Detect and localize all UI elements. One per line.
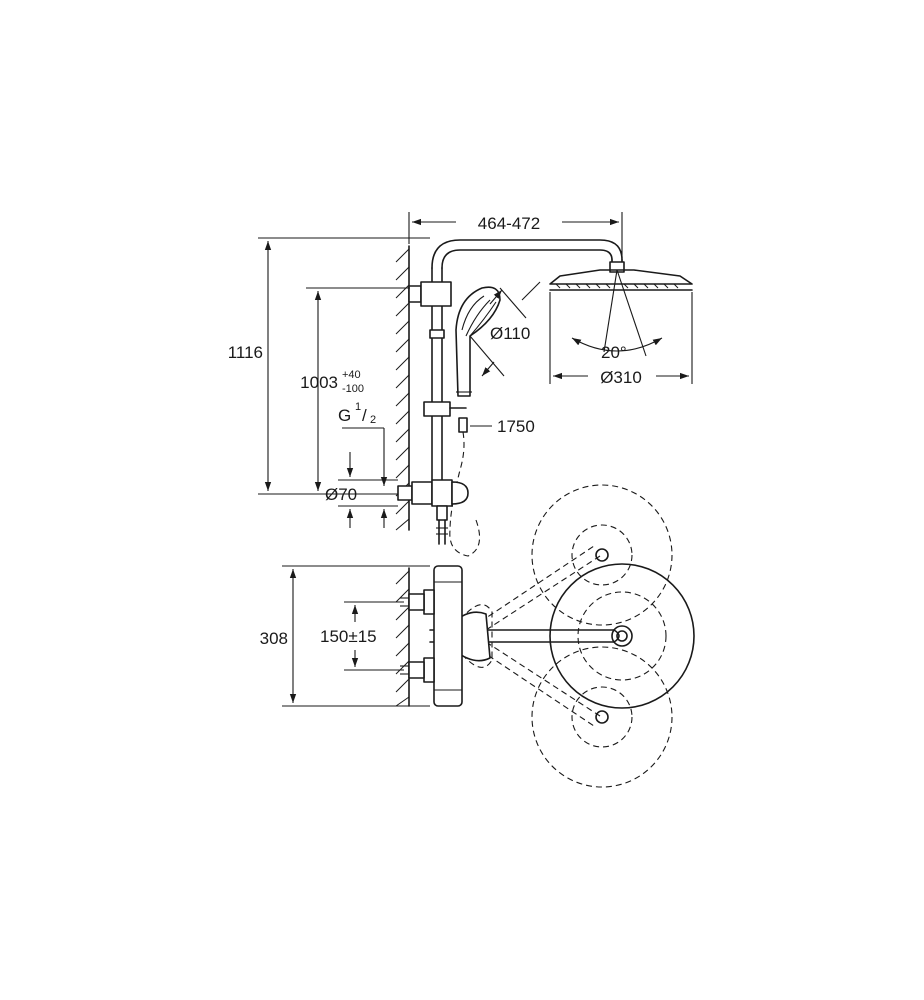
hand-shower [455, 286, 501, 397]
dim-connection-diameter: Ø70 [325, 452, 398, 528]
mixer-connection [397, 479, 469, 545]
thread-label: G 1 / 2 [338, 401, 388, 486]
dim-rail-height: 1003 +40 -100 [300, 287, 410, 491]
label-total-height: 1116 [228, 343, 263, 362]
plan-view: 308 150±15 [260, 484, 695, 788]
label-hand-shower-diameter: Ø110 [490, 324, 530, 343]
dim-inlet-spacing: 150±15 [320, 601, 404, 671]
wall-section-lower [395, 567, 410, 707]
dim-hose-length: 1750 [470, 417, 535, 436]
label-arm-reach: 464-472 [478, 214, 540, 233]
label-thread-den: 2 [370, 414, 376, 426]
label-wall-projection: 308 [260, 629, 288, 648]
swivel-positions [459, 484, 673, 788]
thermostat-body [400, 565, 463, 707]
dim-total-height: 1116 [228, 237, 430, 495]
label-rail-tol-lower: -100 [342, 383, 364, 395]
dim-arm-reach: 464-472 [408, 212, 623, 258]
dim-hand-shower: Ø110 [469, 281, 541, 377]
dim-head-shower-diameter: Ø310 [549, 292, 693, 387]
label-inlet-spacing: 150±15 [320, 627, 377, 646]
dim-wall-projection: 308 [260, 565, 430, 707]
shower-rail [408, 239, 623, 481]
label-rail-height: 1003 [300, 373, 338, 392]
shower-hose [449, 431, 481, 557]
head-shower [549, 261, 693, 357]
label-rail-tol-upper: +40 [342, 369, 361, 381]
label-thread-prefix: G [338, 406, 351, 425]
front-elevation: 464-472 1116 1003 +40 -100 G 1 / 2 [228, 212, 693, 557]
thread-slash: / [362, 406, 367, 425]
head-shower-top [549, 548, 695, 724]
label-head-shower-diameter: Ø310 [600, 368, 642, 387]
label-connection-diameter: Ø70 [325, 485, 357, 504]
label-hose-length: 1750 [497, 417, 535, 436]
label-thread-num: 1 [355, 401, 361, 413]
label-head-shower-angle: 20° [601, 343, 627, 362]
